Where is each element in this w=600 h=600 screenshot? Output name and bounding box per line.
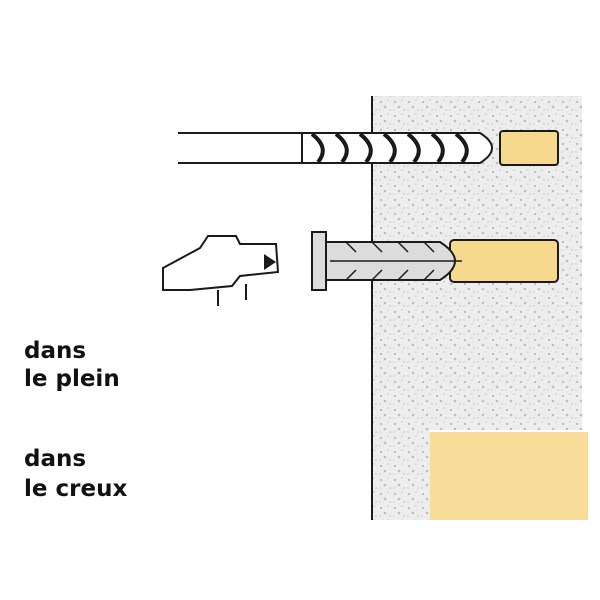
- step-drill: [178, 130, 559, 166]
- label-hollow-line1: dans: [24, 446, 87, 472]
- direction-arrow-icon: [264, 254, 276, 270]
- label-solid-line2: le plein: [24, 366, 120, 392]
- wall-cavity: [430, 432, 588, 520]
- label-hollow-line2: le creux: [24, 476, 128, 502]
- label-solid-line1: dans: [24, 338, 87, 364]
- hammer-icon: [162, 235, 280, 306]
- drilled-hole: [449, 239, 559, 283]
- drill-bit-icon: [178, 132, 493, 164]
- step-hammer: [162, 231, 559, 306]
- drilled-hole: [499, 130, 559, 166]
- wall-plug-icon: [311, 231, 462, 291]
